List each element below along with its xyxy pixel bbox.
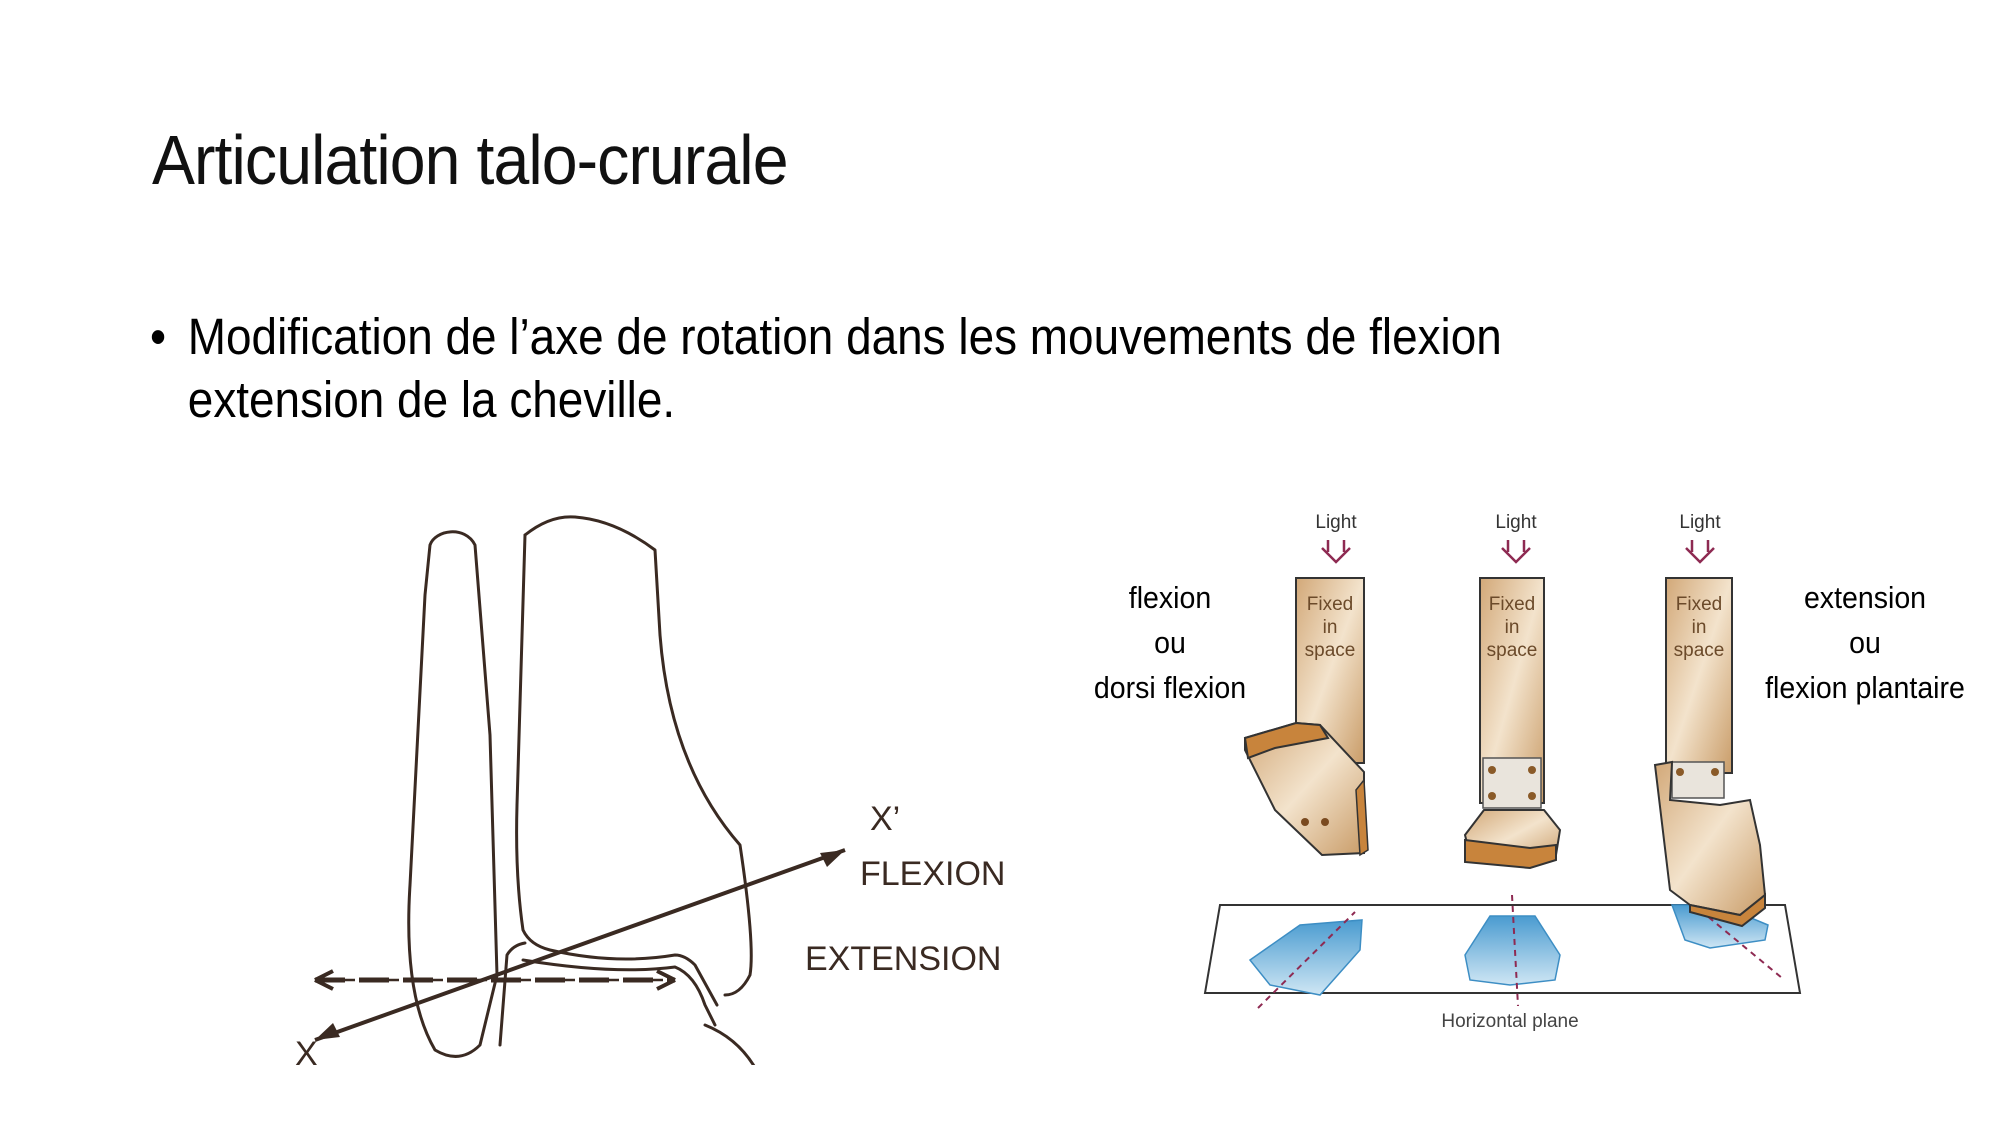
flexion-caption-line: flexion <box>1128 580 1212 615</box>
bullet-marker: • <box>150 308 167 365</box>
bullet-line-2: extension de la cheville. <box>187 371 676 428</box>
ankle-outline-icon: X X’ FLEXION EXTENSION <box>295 515 1005 1107</box>
stem-label: in <box>1692 617 1707 638</box>
extension-caption-line: extension <box>1803 580 1927 615</box>
bullet-list: • Modification de l’axe de rotation dans… <box>150 305 1870 431</box>
stem-label: in <box>1505 617 1520 638</box>
stem-label: Fixed <box>1489 594 1535 615</box>
light-label: Light <box>1495 512 1537 533</box>
flexion-label: FLEXION <box>860 855 1005 893</box>
stem-label: space <box>1305 640 1356 661</box>
extension-caption-line: flexion plantaire <box>1765 670 1965 705</box>
flexion-caption: flexion ou dorsi flexion <box>1087 575 1253 710</box>
ankle-axis-diagram: X X’ FLEXION EXTENSION <box>285 505 1045 1107</box>
stem-label: Fixed <box>1676 594 1722 615</box>
stem-label: Fixed <box>1307 594 1353 615</box>
extension-caption: extension ou flexion plantaire <box>1745 575 1984 710</box>
stem-label: space <box>1487 640 1538 661</box>
stem-label: in <box>1323 617 1338 638</box>
hinge-model-figure: flexion ou dorsi flexion extension ou fl… <box>1060 500 2000 1040</box>
axis-label-x-prime: X’ <box>870 800 900 838</box>
horizontal-plane-label: Horizontal plane <box>1441 1011 1578 1032</box>
extension-caption-line: ou <box>1849 625 1881 660</box>
extension-label: EXTENSION <box>805 940 1001 978</box>
slide-title: Articulation talo-crurale <box>152 121 789 199</box>
light-label: Light <box>1315 512 1357 533</box>
flexion-caption-line: ou <box>1154 625 1186 660</box>
stem-label: space <box>1674 640 1725 661</box>
hinge-diagram-icon: Light Light Light Fixed in space Fixed i… <box>1203 512 1802 1032</box>
bullet-line-1: Modification de l’axe de rotation dans l… <box>187 308 1502 365</box>
light-arrow-icon <box>1321 540 1715 564</box>
flexion-caption-line: dorsi flexion <box>1093 670 1247 705</box>
axis-label-x: X <box>295 1035 318 1065</box>
bullet-item: • Modification de l’axe de rotation dans… <box>150 305 1898 431</box>
light-label: Light <box>1679 512 1721 533</box>
